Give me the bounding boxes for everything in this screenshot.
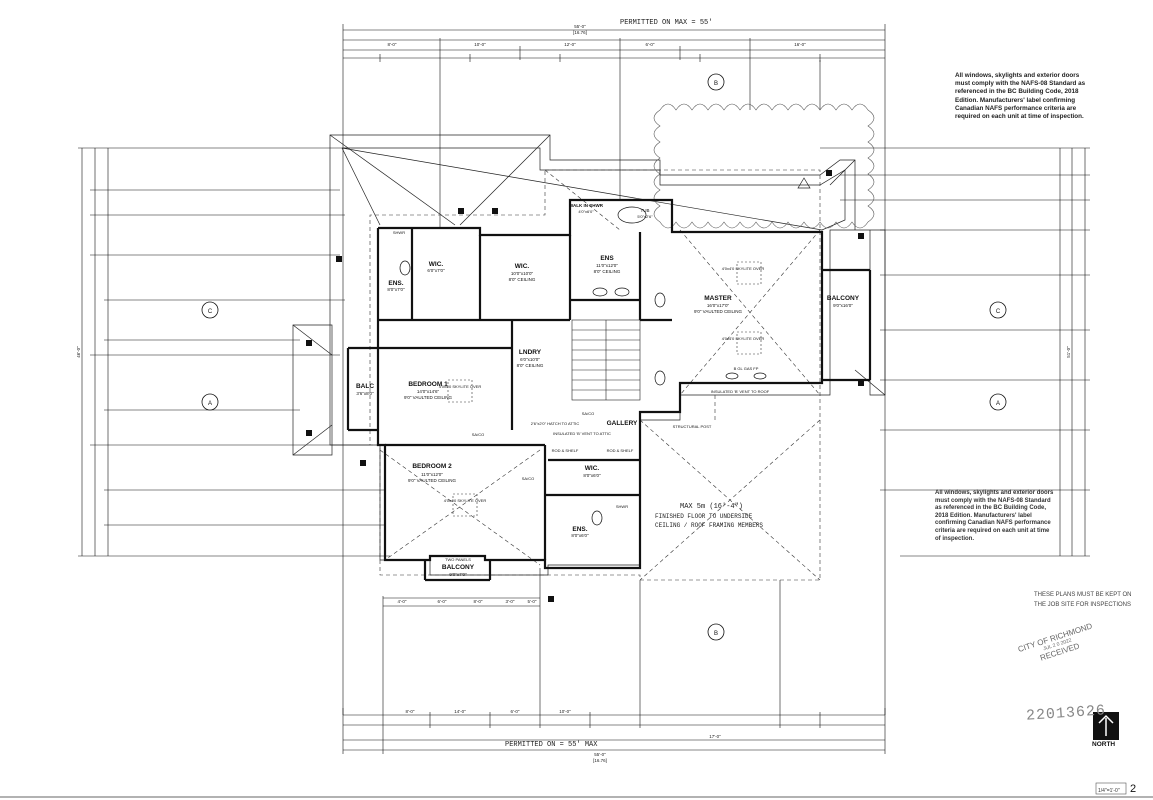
dim-mid-4: 3'-0" xyxy=(506,599,515,604)
dim-top-5: 16'-0" xyxy=(794,42,806,47)
north-arrow-icon xyxy=(1093,712,1119,740)
section-marker-right-top: C xyxy=(996,309,1001,315)
room-walk-in-shwr-name: WALK IN SHWR xyxy=(569,203,604,208)
room-lndry-name: LNDRY xyxy=(519,349,542,356)
permitted-bottom-note: PERMITTED ON = 55' MAX xyxy=(505,741,598,749)
permitted-top-note: PERMITTED ON MAX = 55' xyxy=(620,19,712,27)
dim-bottom-overall-m: [16.76] xyxy=(593,758,607,763)
dim-bottom-overall: 55'-0" xyxy=(594,752,606,757)
dim-bottom-5: 17'-0" xyxy=(709,734,721,739)
room-bedroom1-name: BEDROOM 1 xyxy=(408,381,448,388)
room-balcony-bottom-label: TWO PANELS xyxy=(445,557,471,562)
room-ens-top-ceiling: 8'0" CEILING xyxy=(594,269,621,274)
dim-mid-3: 8'-0" xyxy=(474,599,483,604)
rod-shelf-label-1: ROD & SHELF xyxy=(552,448,579,453)
room-wic-small-dims: 6'0"x7'0" xyxy=(427,268,445,273)
dim-top-1: 8'-0" xyxy=(388,42,397,47)
room-wic-top-ceiling: 8'0" CEILING xyxy=(509,277,536,282)
dim-right-overall: 51'-0" xyxy=(1066,346,1071,358)
room-ens-top-dims: 11'0"x12'0" xyxy=(596,263,618,268)
window-compliance-note-right: All windows, skylights and exterior door… xyxy=(935,490,1054,542)
scale-label: 1/4"=1'-0" xyxy=(1098,788,1120,794)
skylite-label-1: 4'0x4'0 SKYLITE OVER xyxy=(722,266,765,271)
page-number: 2 xyxy=(1130,783,1137,795)
section-marker-top: B xyxy=(714,81,718,87)
skylite-label-4: 4'0x4'0 SKYLITE OVER xyxy=(444,498,487,503)
smoke-label-1: SA/CO xyxy=(472,432,484,437)
room-wic-small-name: WIC. xyxy=(429,261,444,268)
room-walk-in-shwr-dims: 4'0"x6'0" xyxy=(578,209,594,214)
room-shwr-top-name: SHWR xyxy=(393,230,405,235)
smoke-label-3: SA/CO xyxy=(582,411,594,416)
dim-top-2: 10'-0" xyxy=(474,42,486,47)
keep-plans-note: THESE PLANS MUST BE KEPT ON THE JOB SITE… xyxy=(1034,590,1144,610)
north-label: NORTH xyxy=(1092,741,1116,748)
room-master-ceiling: 9'0" VAULTED CEILING xyxy=(694,309,743,314)
room-wic-bottom-name: WIC. xyxy=(585,465,600,472)
room-tub-dims: 5'0"x2'6" xyxy=(637,214,653,219)
section-marker-right-bottom: A xyxy=(996,401,1000,407)
vent-roof-label: INSULATED 'B' VENT TO ROOF xyxy=(711,389,770,394)
room-wic-top-dims: 10'0"x10'0" xyxy=(511,271,534,276)
room-lndry-ceiling: 8'0" CEILING xyxy=(517,363,544,368)
room-bedroom2-ceiling: 9'0" VAULTED CEILING xyxy=(408,478,457,483)
dim-top-3: 12'-0" xyxy=(564,42,576,47)
room-lndry-dims: 6'0"x10'0" xyxy=(520,357,540,362)
room-bedroom2-name: BEDROOM 2 xyxy=(412,463,452,470)
room-balcony-left-dims: 3'6"x8'0" xyxy=(356,391,374,396)
room-wic-bottom-dims: 8'0"x6'0" xyxy=(583,473,601,478)
room-wic-top-name: WIC. xyxy=(515,263,530,270)
max-note-line1: MAX 5m (16'-4") xyxy=(680,503,743,511)
room-bedroom1-ceiling: 9'0" VAULTED CEILING xyxy=(404,395,453,400)
room-balcony-bottom-name: BALCONY xyxy=(442,564,475,571)
dim-top-4: 6'-0" xyxy=(646,42,655,47)
smoke-label-2: SA/CO xyxy=(522,476,534,481)
dim-top-overall-m: [16.76] xyxy=(573,30,587,35)
keep-plans-line2: THE JOB SITE FOR INSPECTIONS xyxy=(1034,602,1132,608)
dim-top-overall: 55'-0" xyxy=(574,24,586,29)
dim-mid-2: 6'-0" xyxy=(438,599,447,604)
rod-shelf-label-2: ROD & SHELF xyxy=(607,448,634,453)
room-tub-name: TUB xyxy=(641,208,650,213)
dim-left-overall: 46'-0" xyxy=(76,346,81,358)
room-ens-left-name: ENS. xyxy=(388,280,403,287)
vent-attic-label: INSULATED 'B' VENT TO ATTIC xyxy=(553,431,611,436)
room-bedroom2-dims: 11'0"x12'0" xyxy=(421,472,443,477)
structural-post-label: STRUCTURAL POST xyxy=(673,424,712,429)
gas-fp-label: B GL GAS FP xyxy=(734,366,759,371)
room-ens-top-name: ENS xyxy=(600,255,614,262)
room-balcony-right-dims: 9'0"x16'0" xyxy=(833,303,853,308)
room-balcony-bottom-dims: 9'0"x7'0" xyxy=(449,572,467,577)
window-compliance-note-top: All windows, skylights and exterior door… xyxy=(955,72,1086,121)
room-master-name: MASTER xyxy=(704,295,732,302)
dim-bottom-3: 6'-0" xyxy=(511,709,520,714)
section-marker-left-top: C xyxy=(208,309,213,315)
dim-mid-1: 4'-0" xyxy=(398,599,407,604)
dim-bottom-1: 8'-0" xyxy=(406,709,415,714)
hatch-label: 2'6"x2'0" HATCH TO ATTIC xyxy=(531,421,580,426)
room-ens-bottom-name: ENS. xyxy=(572,526,587,533)
room-master-dims: 16'0"x17'0" xyxy=(707,303,730,308)
room-shwr-bottom-name: SHWR xyxy=(616,504,628,509)
keep-plans-line1: THESE PLANS MUST BE KEPT ON xyxy=(1034,592,1132,598)
room-balcony-right-name: BALCONY xyxy=(827,295,860,302)
max-note-line2: FINISHED FLOOR TO UNDERSIDE xyxy=(655,513,753,520)
room-bedroom1-dims: 14'0"x14'6" xyxy=(417,389,440,394)
skylite-label-2: 4'0x4'0 SKYLITE OVER xyxy=(722,336,765,341)
dim-bottom-2: 14'-0" xyxy=(454,709,466,714)
max-note-line3: CEILING / ROOF FRAMING MEMBERS xyxy=(655,522,763,529)
room-gallery-name: GALLERY xyxy=(607,420,638,427)
room-ens-bottom-dims: 8'0"x6'0" xyxy=(571,533,589,538)
dim-bottom-4: 10'-0" xyxy=(559,709,571,714)
skylite-label-3: 4'0x4'0 SKYLITE OVER xyxy=(439,384,482,389)
section-marker-bottom: B xyxy=(714,631,718,637)
room-balcony-left-name: BALC xyxy=(356,383,374,390)
dim-mid-5: 5'-0" xyxy=(528,599,537,604)
section-marker-left-bottom: A xyxy=(208,401,212,407)
room-ens-left-dims: 8'0"x7'0" xyxy=(387,287,405,292)
